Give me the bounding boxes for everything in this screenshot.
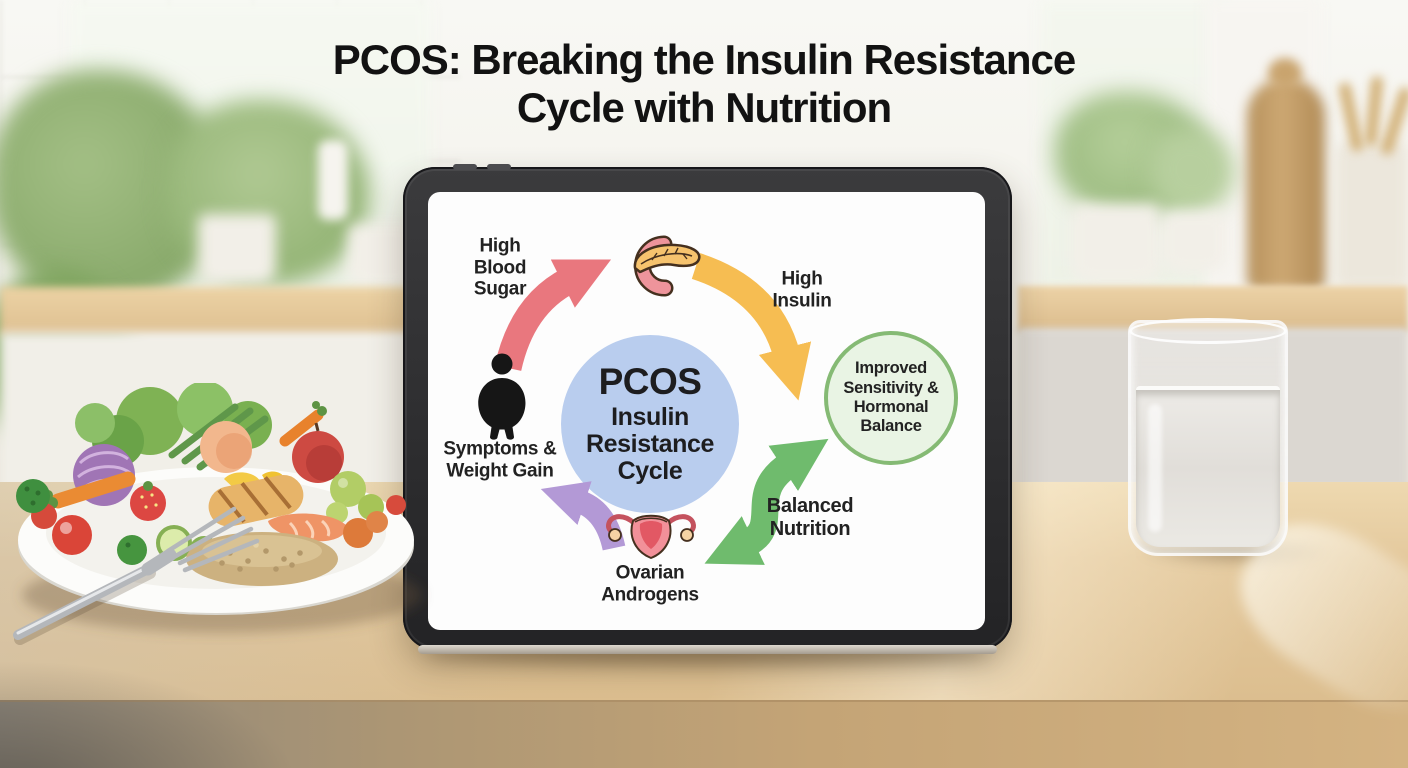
cycle-subtitle: Insulin Resistance Cycle [585,403,715,485]
high-blood-sugar-arrow [494,259,612,372]
strawberry [130,481,166,521]
label-ovarian-androgens: Ovarian Androgens [601,562,699,605]
pepper-mill-knob [1268,58,1302,88]
broccoli [16,479,147,565]
cycle-arrows-and-icons [478,235,829,565]
pepper-mill [1247,78,1325,290]
tablet-base-edge [418,645,997,654]
peach [200,421,252,473]
label-balanced-nutrition: Balanced Nutrition [766,495,854,540]
plant-pot-left [198,214,276,284]
pancreas-icon [633,235,701,297]
grilled-chicken [208,474,304,527]
utensil-crock [1336,142,1408,288]
label-high-insulin: High Insulin [772,268,832,311]
counter-left [0,287,445,337]
outcome-circle: Improved Sensitivity & Hormonal Balance [824,331,958,465]
glass-rim [1129,318,1287,344]
volume-button [487,164,511,170]
tablet-device: PCOS Insulin Resistance Cycle Improved S… [403,164,1012,650]
potted-plant-right-2 [1150,128,1235,213]
tablet-screen: PCOS Insulin Resistance Cycle Improved S… [428,192,985,630]
volume-button [453,164,477,170]
high-insulin-arrow [691,253,812,401]
water-glass [1128,318,1288,556]
glass-highlight [1148,404,1162,532]
label-high-blood-sugar: High Blood Sugar [473,235,527,300]
plant-pot-right [1072,204,1160,282]
label-symptoms-weight-gain: Symptoms & Weight Gain [443,438,557,481]
healthy-food-plate [13,383,422,645]
buckwheat-grains [186,532,338,586]
uterus-ovaries-icon [606,514,696,559]
page-title: PCOS: Breaking the Insulin Resistance Cy… [332,36,1077,132]
balanced-nutrition-arrow [704,438,829,565]
sweet-potato [343,511,388,548]
fork [13,506,260,645]
cycle-title: PCOS [598,361,702,402]
white-vase [318,140,348,220]
outcome-label: Improved Sensitivity & Hormonal Balance [843,359,939,436]
plant-pot-right-2 [1162,212,1226,272]
corner-shadow [0,660,300,768]
body-silhouette-icon [478,353,526,440]
red-apple [292,422,344,483]
tomatoes [31,495,406,555]
